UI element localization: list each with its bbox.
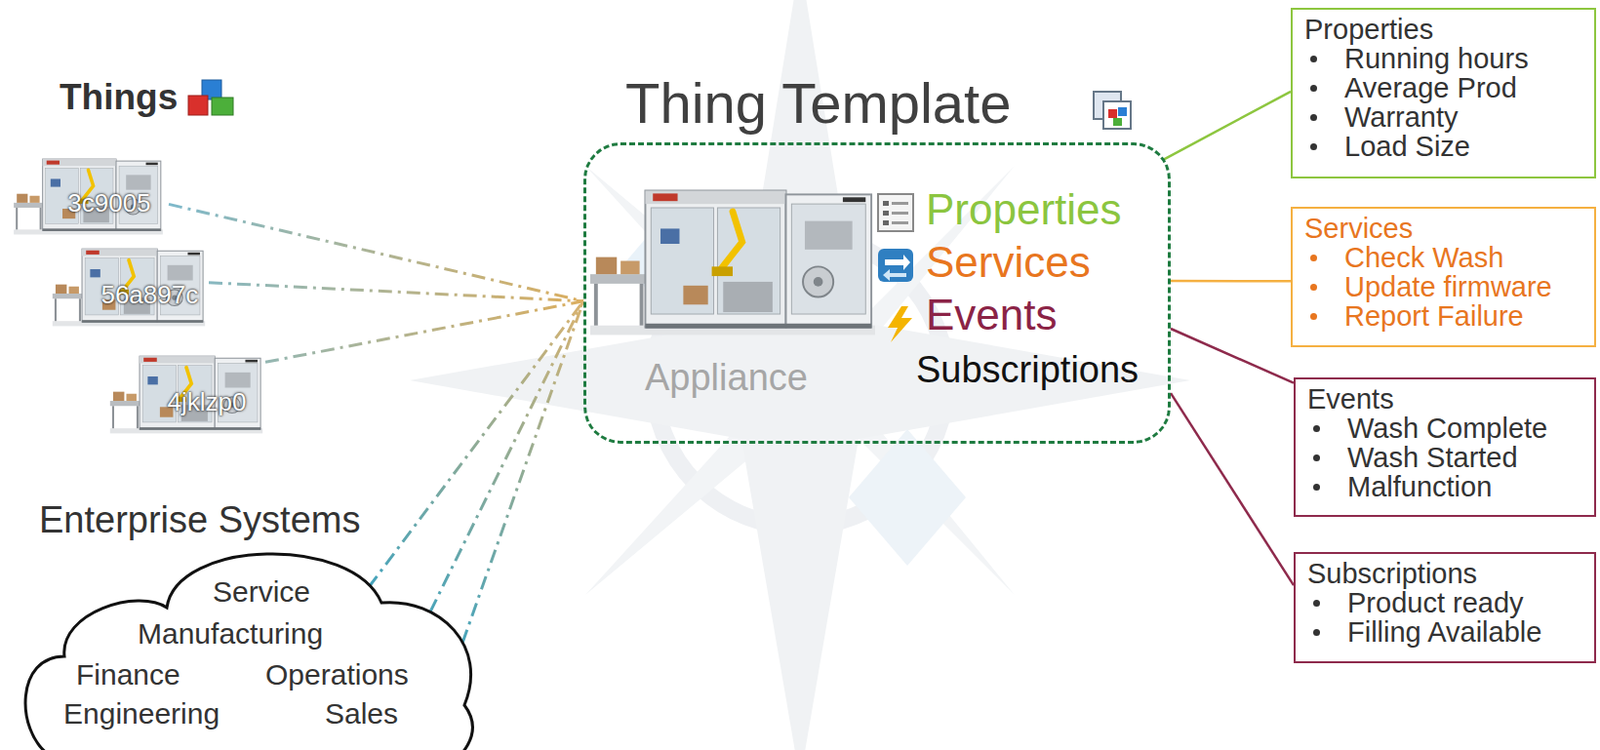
appliance-picture: [590, 190, 876, 335]
bullet-dot: [1310, 283, 1318, 291]
illustration-part: [882, 210, 889, 216]
thing-id: 4jklzp0: [167, 388, 247, 418]
appliance-label: Appliance: [644, 357, 808, 400]
illustration-part: [884, 254, 911, 271]
connector: [1170, 328, 1294, 384]
thing-id: 3c9005: [67, 189, 151, 219]
connector: [368, 301, 584, 643]
illustration-part: [878, 248, 914, 282]
illustration-part: [1103, 101, 1131, 129]
group-heading: Enterprise Systems: [39, 499, 360, 543]
list-item: Filling Available: [1307, 617, 1583, 647]
list-item: Running hours: [1304, 43, 1583, 74]
list-box: PropertiesRunning hoursAverage ProdWarra…: [1290, 7, 1597, 179]
section-name: Subscriptions: [916, 349, 1139, 393]
list-box: SubscriptionsProduct readyFilling Availa…: [1293, 552, 1597, 664]
thing-id: 56a897c: [100, 280, 199, 311]
list-item: Malfunction: [1307, 472, 1583, 502]
list-box: ServicesCheck WashUpdate firmwareReport …: [1290, 206, 1597, 348]
system-name: Sales: [324, 697, 399, 732]
system-name: Service: [212, 575, 311, 610]
cloud-shape: Enterprise SystemsServiceManufacturingFi…: [20, 559, 480, 750]
system-name: Engineering: [63, 697, 220, 732]
list-item: Check Wash: [1304, 242, 1583, 273]
illustration-part: [211, 97, 234, 116]
list-item: Load Size: [1304, 131, 1583, 161]
illustration-part: [891, 211, 909, 215]
bullet-dot: [1310, 55, 1318, 63]
template-icon: [1093, 91, 1131, 129]
list-item: Report Failure: [1304, 301, 1583, 331]
template-box: Thing TemplatePropertiesServicesEventsAp…: [583, 142, 1171, 444]
illustration-part: [882, 269, 907, 281]
illustration-part: [878, 194, 914, 232]
bullet-dot: [1313, 600, 1320, 607]
bullet-dot: [1313, 483, 1320, 491]
illustration-part: [188, 95, 208, 116]
template-title: Thing Template: [625, 71, 1012, 137]
thing-instance: 4jklzp0: [107, 352, 266, 437]
bullet-dot: [1313, 629, 1320, 637]
list-title: Subscriptions: [1307, 559, 1583, 589]
bullet-dot: [1310, 143, 1318, 151]
system-name: Operations: [265, 658, 409, 693]
illustration-part: [882, 220, 889, 226]
list-item: Average Prod: [1304, 73, 1583, 103]
connector: [265, 301, 584, 363]
illustration-part: [848, 429, 966, 566]
list-item: Product ready: [1307, 588, 1583, 618]
thing-instance: 3c9005: [7, 155, 169, 238]
system-name: Finance: [76, 658, 181, 693]
thing-instance: 56a897c: [48, 244, 209, 329]
list-item: Warranty: [1304, 102, 1583, 132]
section-name: Properties: [925, 185, 1122, 236]
bullet-dot: [1310, 313, 1318, 320]
list-item: Wash Complete: [1307, 413, 1583, 443]
cloud-outline: [25, 554, 473, 750]
things-icon: [188, 80, 234, 116]
section-name: Events: [925, 290, 1058, 341]
appliance-picture: [110, 356, 263, 434]
bullet-dot: [1310, 114, 1318, 121]
connector: [1170, 393, 1294, 586]
events-icon: [887, 306, 913, 343]
connector: [1170, 280, 1291, 283]
appliance-picture: [52, 248, 205, 326]
bullet-dot: [1313, 454, 1320, 462]
list-item: Update firmware: [1304, 272, 1583, 302]
connector: [168, 203, 584, 301]
section-name: Services: [925, 238, 1091, 288]
connector: [208, 282, 584, 302]
connector: [1162, 91, 1291, 160]
services-icon: [878, 248, 914, 282]
bullet-dot: [1313, 425, 1320, 433]
appliance-picture: [13, 159, 163, 235]
illustration-part: [1118, 107, 1127, 117]
illustration-part: [891, 201, 909, 205]
system-name: Manufacturing: [137, 617, 323, 652]
bullet-dot: [1310, 84, 1318, 92]
illustration-part: [891, 221, 909, 225]
properties-icon: [878, 194, 914, 232]
group-title: Things: [59, 77, 178, 120]
list-title: Services: [1304, 213, 1583, 243]
bullet-dot: [1310, 254, 1318, 262]
list-box: EventsWash CompleteWash StartedMalfuncti…: [1293, 377, 1597, 518]
list-title: Events: [1307, 384, 1583, 414]
list-item: Wash Started: [1307, 442, 1583, 473]
illustration-part: [1108, 109, 1118, 119]
illustration-part: [882, 200, 889, 206]
list-title: Properties: [1304, 14, 1583, 44]
illustration-part: [1113, 118, 1122, 126]
